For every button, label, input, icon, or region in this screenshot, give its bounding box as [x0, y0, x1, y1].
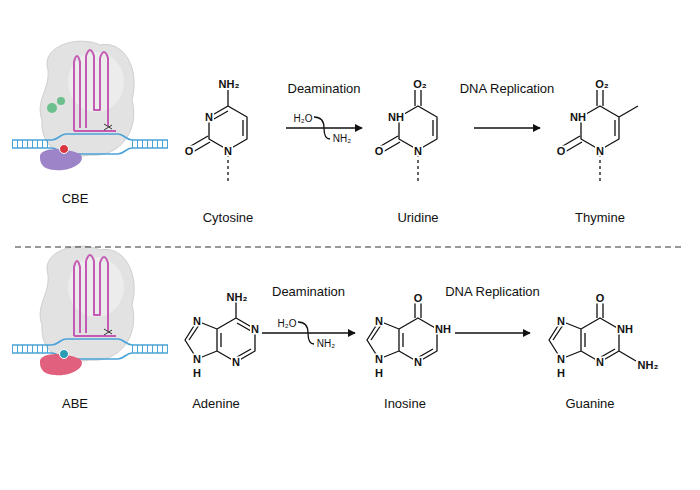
editor-name: ABE — [61, 397, 89, 410]
atom-label: N — [595, 357, 605, 368]
molecule-name: Adenine — [192, 396, 240, 411]
sugar-bond — [417, 154, 418, 182]
atom-label: N — [223, 146, 233, 157]
byproduct-label: NH₂ — [316, 339, 336, 349]
reaction-arrow — [474, 127, 540, 128]
protein-domain — [57, 97, 65, 105]
atom-label: N — [192, 316, 202, 327]
sugar-bond — [227, 154, 228, 182]
atom-label: H — [374, 368, 384, 379]
byproduct-label: H₂O — [277, 319, 298, 329]
atom-label: N — [413, 146, 423, 157]
cytosine-structure — [190, 90, 247, 153]
atom-label: NH — [387, 112, 405, 123]
molecule-node: Guanine — [530, 280, 650, 411]
atom-label: N — [250, 324, 260, 335]
molecule-bonds — [185, 90, 638, 362]
reaction-label: DNA Replication — [458, 81, 557, 96]
molecule-name: Uridine — [397, 210, 438, 225]
atom-label: H — [556, 368, 566, 379]
thymine-structure — [562, 90, 638, 153]
atom-label: NH₂ — [637, 360, 660, 371]
atom-label: O — [556, 146, 567, 157]
byproduct-label: H₂O — [293, 114, 314, 124]
byproduct-label: NH₂ — [332, 134, 352, 144]
cbe-editor-illustration — [12, 41, 168, 170]
illustration-part — [12, 41, 168, 156]
atom-label: O₂ — [594, 79, 609, 90]
protein-domain — [47, 103, 57, 113]
reaction-arrow — [262, 332, 355, 333]
atom-label: N — [374, 316, 384, 327]
sugar-bond — [599, 154, 600, 182]
target-base — [60, 350, 69, 359]
reaction-label: Deamination — [286, 81, 363, 96]
atom-label: N — [556, 316, 566, 327]
atom-label: O — [184, 146, 195, 157]
molecule-name: Guanine — [565, 396, 614, 411]
reaction-arrow — [286, 127, 362, 128]
atom-label: N — [204, 112, 214, 123]
atom-label: NH₂ — [218, 79, 241, 90]
uridine-structure — [380, 90, 437, 153]
atom-label: O — [595, 293, 606, 304]
atom-label: N — [413, 357, 423, 368]
atom-label: NH₂ — [226, 292, 249, 303]
reaction-arrow — [455, 332, 530, 333]
reaction-label: Deamination — [270, 284, 347, 299]
molecule-name: Cytosine — [203, 210, 254, 225]
atom-label: NH — [569, 112, 587, 123]
atom-label: O — [413, 293, 424, 304]
atom-label: O — [374, 146, 385, 157]
atom-label: N — [192, 354, 202, 365]
editor-name: CBE — [61, 192, 90, 205]
illustration-part — [12, 246, 168, 361]
molecule-name: Thymine — [575, 210, 625, 225]
molecule-name: Inosine — [384, 396, 426, 411]
reaction-label: DNA Replication — [443, 284, 542, 299]
abe-editor-illustration — [12, 246, 168, 375]
atom-label: N — [556, 354, 566, 365]
molecule-node: Inosine — [355, 280, 455, 411]
atom-label: NH — [616, 324, 634, 335]
atom-label: H — [192, 368, 202, 379]
separator-line — [15, 246, 685, 247]
target-base — [60, 145, 69, 154]
atom-label: O₂ — [412, 79, 427, 90]
atom-label: NH — [434, 324, 452, 335]
atom-label: N — [231, 357, 241, 368]
atom-label: N — [595, 146, 605, 157]
atom-label: N — [374, 354, 384, 365]
